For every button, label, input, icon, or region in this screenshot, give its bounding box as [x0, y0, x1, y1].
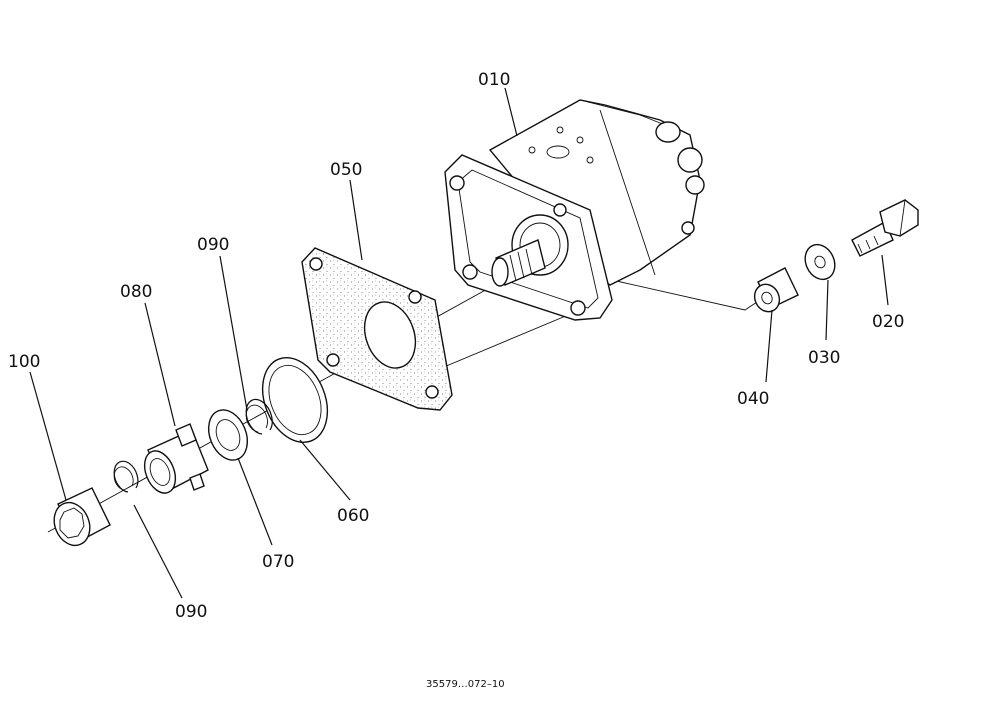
bolt-icon [851, 199, 919, 257]
callout-090-lower: 090 [175, 602, 207, 622]
washer-icon-070 [207, 409, 249, 461]
snap-ring-icon-lower [113, 460, 139, 493]
callout-030: 030 [808, 348, 840, 368]
drawing-code: 35579…072–10 [426, 679, 505, 690]
callout-010: 010 [478, 70, 510, 90]
collar-icon [753, 267, 799, 313]
coupling-icon [143, 423, 209, 494]
gasket-icon [301, 247, 453, 411]
callout-050: 050 [330, 160, 362, 180]
callout-100: 100 [8, 352, 40, 372]
adapter-icon [53, 487, 111, 547]
shim-ring-icon [261, 356, 329, 444]
callout-090-upper: 090 [197, 235, 229, 255]
hydraulic-pump-icon [444, 99, 705, 321]
callout-020: 020 [872, 312, 904, 332]
snap-ring-icon-upper [245, 398, 273, 435]
callout-080: 080 [120, 282, 152, 302]
leader-lines [29, 87, 889, 599]
callout-060: 060 [337, 506, 369, 526]
callout-070: 070 [262, 552, 294, 572]
washer-icon [804, 243, 836, 281]
callout-040: 040 [737, 389, 769, 409]
callout-labels: 010 020 030 040 050 060 070 080 090 090 … [8, 70, 904, 622]
